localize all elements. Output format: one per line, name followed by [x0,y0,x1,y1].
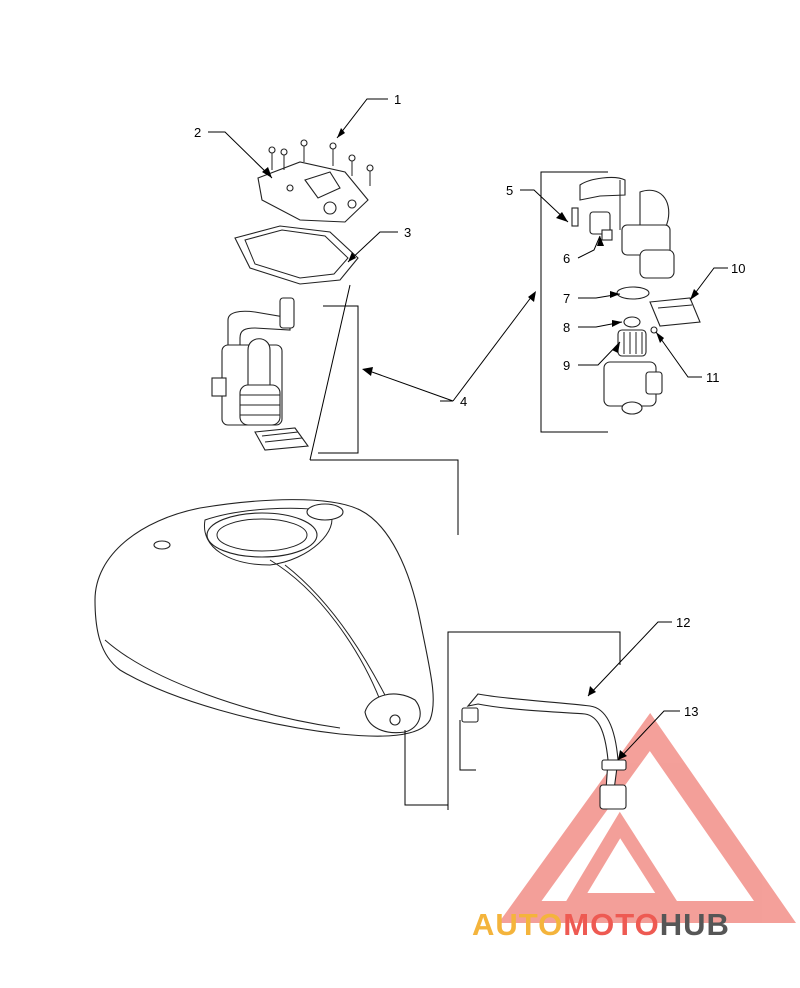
watermark-hub: HUB [660,907,730,942]
clip-11 [650,326,658,334]
connector-tank-outlet [404,730,448,806]
callout-3: 3 [404,225,411,240]
watermark-logo [498,712,797,923]
callout-5: 5 [506,183,513,198]
hose-fitting [599,759,627,810]
strainer-10 [649,297,701,327]
seal-8 [623,316,641,328]
connector-tank-hose [447,631,621,810]
pressure-regulator-6 [589,211,613,241]
fuel-hose [461,693,619,791]
callout-8: 8 [563,320,570,335]
valve-part-5 [571,207,579,227]
callout-7: 7 [563,291,570,306]
filter-9 [617,329,647,357]
bracket-right [540,171,608,433]
o-ring-7 [616,286,650,300]
connector-tank-pump [310,459,459,535]
callout-9: 9 [563,358,570,373]
callout-11: 11 [706,370,720,385]
connector-plate-pump [309,284,351,461]
gasket [234,225,359,285]
exploded-pump-top [579,176,675,279]
callout-10: 10 [731,261,745,276]
pump-housing-bottom [603,361,663,415]
bracket-left [318,305,359,454]
connector-hose-end [459,720,476,771]
pump-cover-plate [257,161,369,223]
callout-2: 2 [194,125,201,140]
watermark-moto: MOTO [563,907,659,942]
cover-bolts [268,139,374,186]
watermark-auto: AUTO [472,907,563,942]
fuel-pump-assembly [211,297,310,451]
fuel-tank [94,499,434,737]
callout-12: 12 [676,615,690,630]
callout-4: 4 [460,394,467,409]
watermark-text: AUTOMOTOHUB [472,907,730,942]
callout-1: 1 [394,92,401,107]
callout-13: 13 [684,704,698,719]
callout-6: 6 [563,251,570,266]
arrowheads [262,128,699,760]
callout-numbers: 1 2 3 4 5 6 7 8 9 10 11 12 13 [194,92,745,719]
